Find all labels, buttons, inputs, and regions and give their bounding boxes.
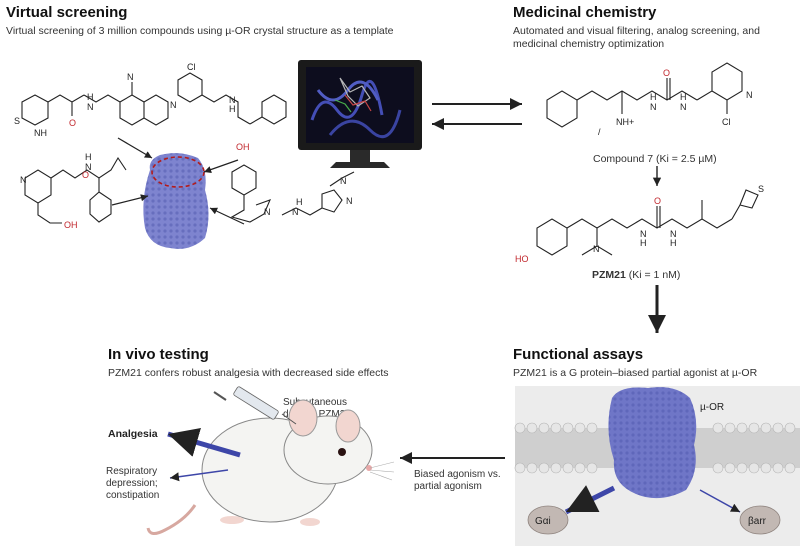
svg-text:O: O [654,196,661,206]
virtual-screening-title: Virtual screening [6,4,128,21]
svg-text:N: N [640,229,647,239]
svg-text:HO: HO [515,254,529,264]
screening-molecules [21,72,355,224]
svg-text:H: H [229,104,236,114]
analgesia-label: Analgesia [108,428,158,440]
svg-text:N: N [346,196,353,206]
svg-text:N: N [170,100,177,110]
g-protein-arrow [564,485,616,515]
pzm21-atoms: HO N N H O N H S [515,184,764,264]
screening-arrows [111,137,245,225]
side-effect-label-1: Respiratory [106,466,158,477]
svg-text:Gαi: Gαi [535,516,551,527]
svg-text:S: S [758,184,764,194]
pzm21-label: PZM21 (Ki = 1 nM) [592,269,681,281]
svg-text:NH: NH [34,128,47,138]
compound7-label: Compound 7 (Ki = 2.5 µM) [593,153,717,165]
svg-text:H: H [640,238,647,248]
side-effect-label-2: depression; [106,478,158,489]
medicinal-chemistry-subtitle-2: medicinal chemistry optimization [513,38,665,50]
svg-text:N: N [229,95,236,105]
svg-text:Cl: Cl [722,117,731,127]
svg-text:N: N [593,244,600,254]
svg-text:H: H [87,92,94,102]
in-vivo-title: In vivo testing [108,346,209,363]
svg-text:H: H [85,152,92,162]
svg-text:N: N [127,72,134,82]
svg-text:O: O [82,170,89,180]
svg-text:Cl: Cl [187,62,196,72]
arrestin-protein [739,505,781,535]
svg-text:N: N [670,229,677,239]
svg-text:N: N [680,102,687,112]
svg-text:N: N [85,162,92,172]
mouse-illustration [146,399,395,535]
svg-text:H: H [296,197,303,207]
functional-assays-title: Functional assays [513,346,644,363]
arrestin-arrow [699,489,741,513]
screening-atom-labels: S NH O N H N Cl N H N OH N O H N OH N H … [14,62,353,230]
svg-text:/: / [598,127,601,137]
svg-text:H: H [650,92,657,102]
functional-assays-subtitle: PZM21 is a G protein–biased partial agon… [513,367,758,379]
bias-label-2: partial agonism [414,481,482,492]
syringe-icon [213,386,297,425]
svg-text:O: O [69,118,76,128]
computer-monitor [298,60,422,168]
svg-text:H: H [670,238,677,248]
svg-text:N: N [87,102,94,112]
svg-text:N: N [20,175,27,185]
pzm21-structure [536,189,759,256]
svg-text:OH: OH [64,220,78,230]
svg-text:H: H [680,92,687,102]
svg-text:N: N [292,207,299,217]
svg-text:OH: OH [236,142,250,152]
compound7-atoms: NH+ / N H O N H N Cl [598,68,753,137]
injection-label-1: Subcutaneous [283,397,347,408]
compound7-structure [546,62,743,128]
side-effect-arrow [169,469,229,482]
receptor-label: µ-OR [700,402,724,413]
membrane-panel: µ-OR Gαi βarr [514,386,800,546]
side-effect-label-3: constipation [106,490,160,501]
svg-text:N: N [264,207,271,217]
svg-text:N: N [650,102,657,112]
medicinal-chemistry-title: Medicinal chemistry [513,4,657,21]
screening-receptor [143,153,209,249]
in-vivo-subtitle: PZM21 confers robust analgesia with decr… [108,367,389,379]
g-alpha-protein [527,505,569,535]
bias-label-1: Biased agonism vs. [414,469,501,480]
svg-text:N: N [746,90,753,100]
svg-text:NH+: NH+ [616,117,634,127]
svg-text:N: N [340,176,347,186]
virtual-screening-subtitle: Virtual screening of 3 million compounds… [6,25,394,37]
medicinal-chemistry-subtitle-1: Automated and visual filtering, analog s… [513,25,760,37]
svg-text:O: O [663,68,670,78]
svg-text:S: S [14,116,20,126]
lipid-heads [514,422,796,474]
analgesia-arrow [167,428,241,458]
svg-text:βarr: βarr [748,516,767,527]
